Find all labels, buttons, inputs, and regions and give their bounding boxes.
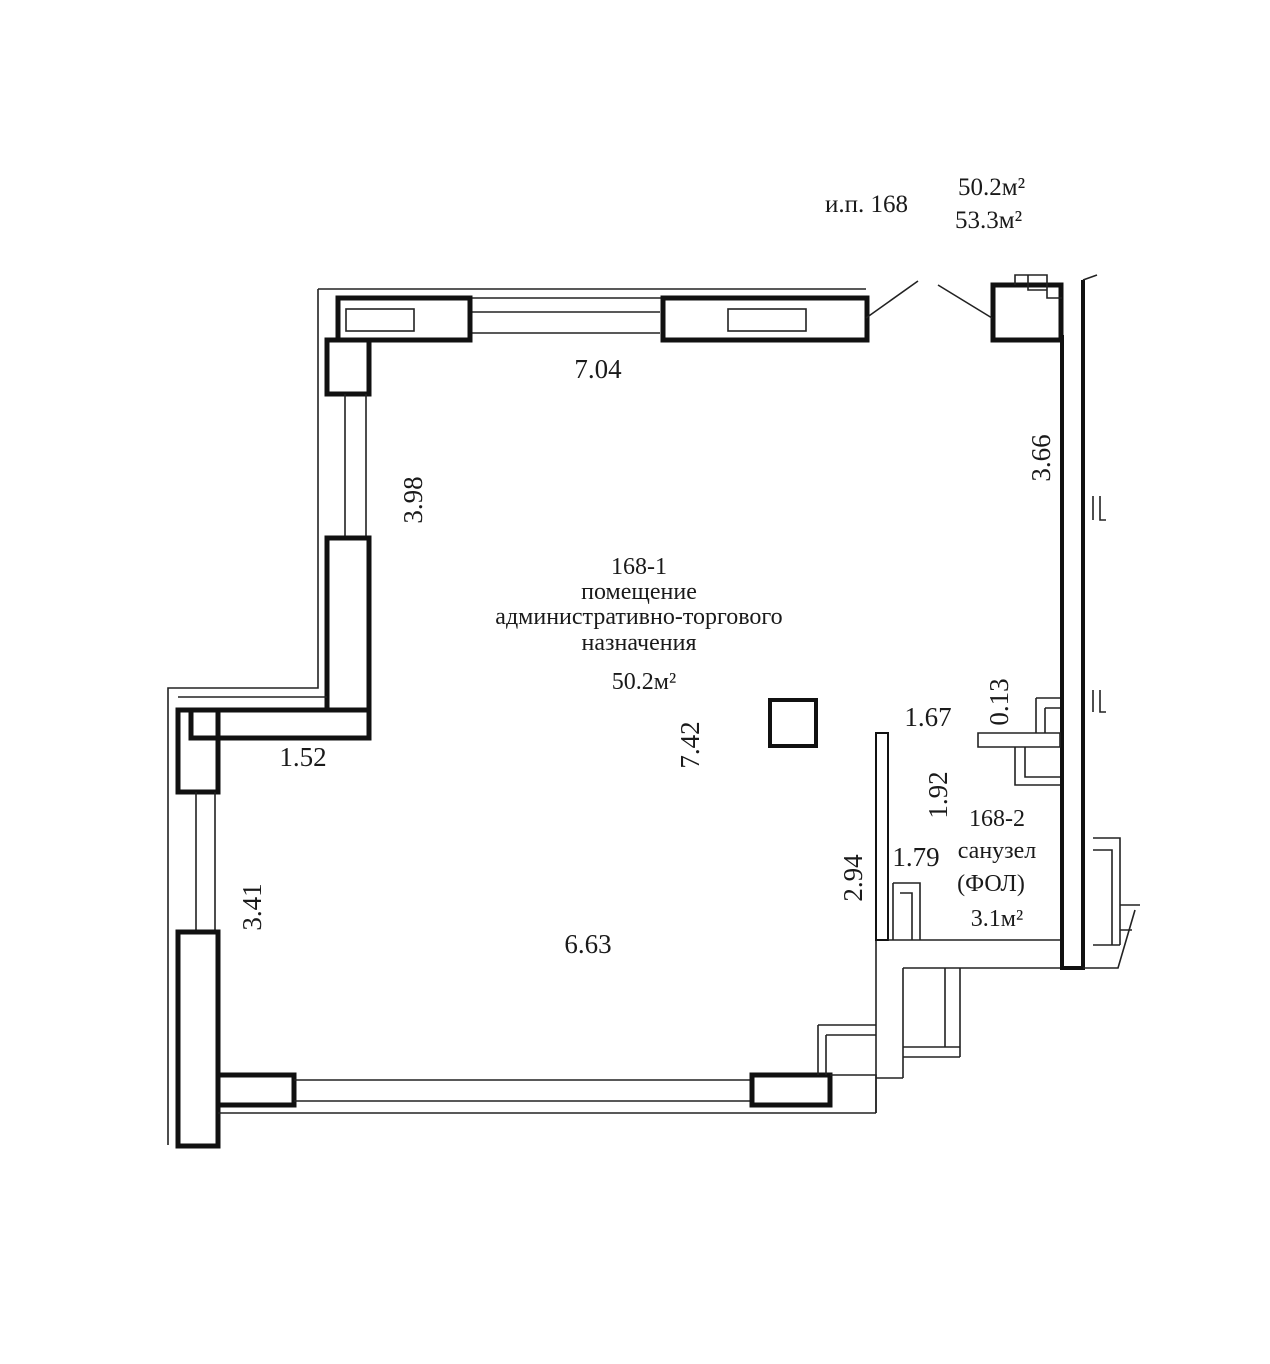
dim-lower-left-wall: 3.41 <box>237 883 267 930</box>
dim-center-height: 7.42 <box>675 721 705 768</box>
dim-upper-left-wall: 3.98 <box>398 476 428 523</box>
walls <box>167 274 1140 1149</box>
dim-left-step: 1.52 <box>279 742 326 772</box>
room-168-1-name-line-2: административно-торгового <box>495 604 782 630</box>
room-168-1-name-line-3: назначения <box>582 630 697 656</box>
dim-bath-inner: 1.79 <box>892 842 939 872</box>
dim-right-wall: 3.66 <box>1026 434 1056 481</box>
room-168-1-label: 168-1 помещение административно-торговог… <box>495 554 782 695</box>
room-168-2-label: 168-2 санузел (ФОЛ) 3.1м² <box>957 806 1036 932</box>
room-168-2-area: 3.1м² <box>971 906 1023 932</box>
room-168-2-number: 168-2 <box>969 806 1025 832</box>
dim-bath-width: 1.67 <box>904 702 951 732</box>
area-gross-label: 53.3м² <box>955 207 1022 234</box>
room-168-1-number: 168-1 <box>611 554 667 580</box>
unit-label: и.п. 168 <box>825 191 908 218</box>
dim-bath-height: 1.92 <box>923 771 953 818</box>
dim-bottom-wall: 6.63 <box>564 929 611 959</box>
dim-top-wall: 7.04 <box>574 354 622 384</box>
room-168-1-area: 50.2м² <box>612 669 676 695</box>
dim-partition: 2.94 <box>838 854 868 902</box>
dim-bath-small: 0.13 <box>984 678 1014 725</box>
area-net-label: 50.2м² <box>958 174 1025 201</box>
room-168-1-name-line-1: помещение <box>581 579 697 605</box>
room-168-2-type: (ФОЛ) <box>957 871 1025 897</box>
room-168-2-name: санузел <box>958 838 1037 864</box>
